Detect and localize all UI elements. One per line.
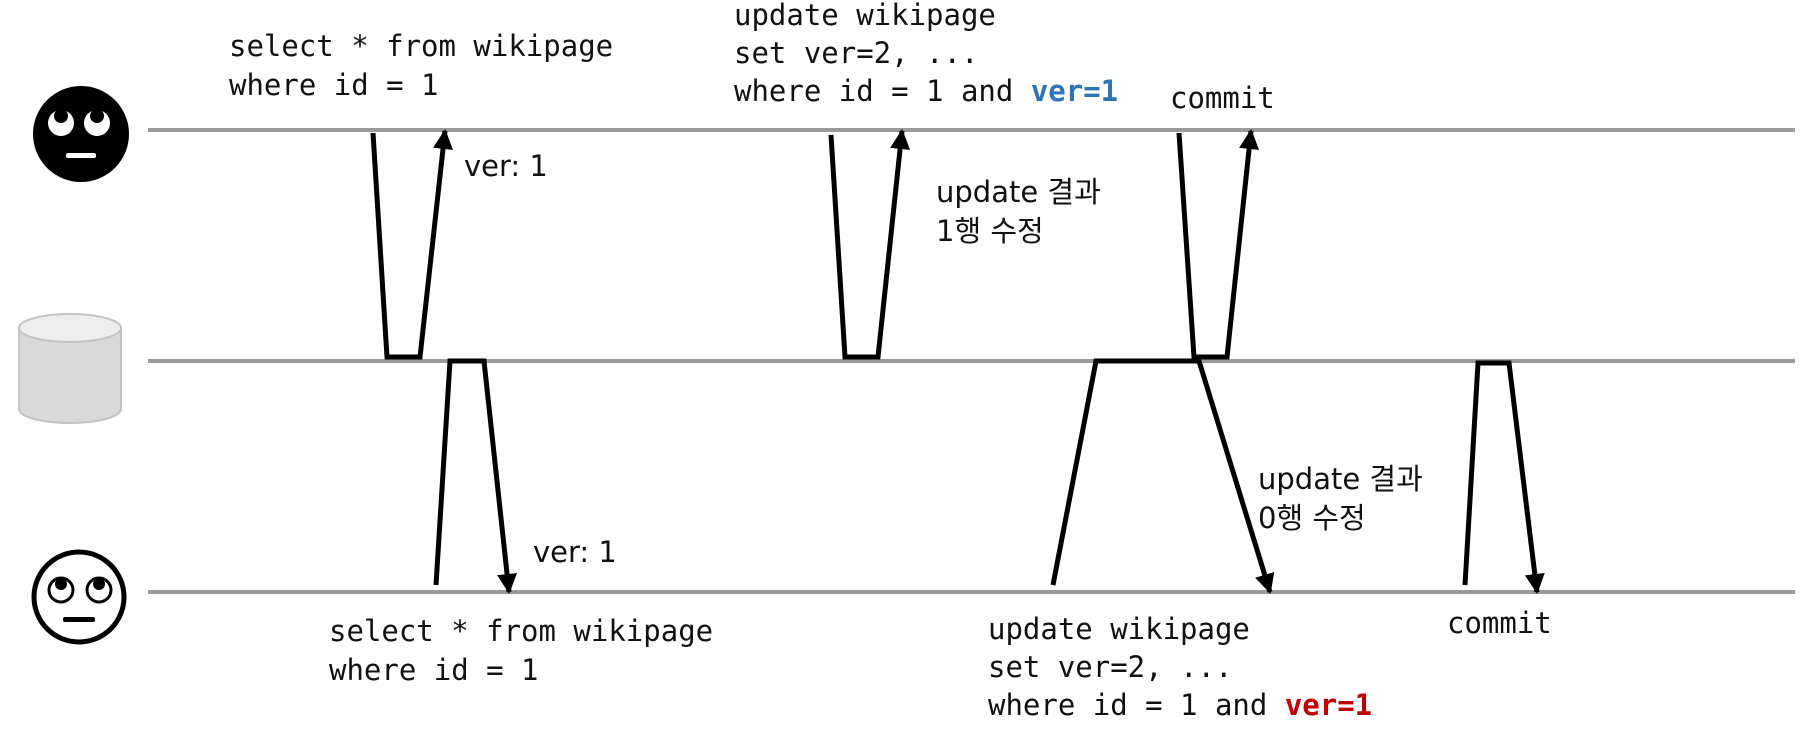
bottom-select-result: ver: 1	[533, 535, 617, 569]
top-update-condition-text: where id = 1 and	[734, 74, 1031, 108]
bottom-select-request-arrow	[433, 358, 518, 594]
bottom-update-condition-text: where id = 1 and	[988, 688, 1285, 722]
top-update-query-line3: where id = 1 and ver=1	[734, 74, 1118, 108]
bottom-update-version-highlight: ver=1	[1285, 688, 1372, 722]
bottom-update-query-line1: update wikipage	[988, 612, 1250, 646]
bottom-commit-label: commit	[1447, 606, 1552, 640]
database-cylinder-icon	[18, 313, 122, 424]
bottom-select-query-line1: select * from wikipage	[329, 614, 713, 648]
bottom-update-request-arrow	[1050, 358, 1275, 594]
bottom-select-query-line2: where id = 1	[329, 653, 539, 687]
eye-roll-face-icon-outline	[31, 549, 127, 645]
top-update-query-line1: update wikipage	[734, 0, 996, 32]
bottom-update-query-line3: where id = 1 and ver=1	[988, 688, 1372, 722]
eye-roll-face-icon-filled	[33, 86, 129, 182]
top-commit-arrow	[1176, 129, 1260, 360]
top-update-query-line2: set ver=2, ...	[734, 36, 978, 70]
bottom-update-result-line2: 0행 수정	[1258, 501, 1366, 535]
top-commit-label: commit	[1170, 81, 1275, 115]
top-select-query-line1: select * from wikipage	[229, 29, 613, 63]
top-select-request-arrow	[370, 129, 453, 360]
top-select-result: ver: 1	[464, 149, 548, 183]
top-update-request-arrow	[828, 129, 911, 360]
top-select-query-line2: where id = 1	[229, 68, 439, 102]
top-update-version-highlight: ver=1	[1031, 74, 1118, 108]
bottom-update-query-line2: set ver=2, ...	[988, 650, 1232, 684]
bottom-update-result-line1: update 결과	[1258, 462, 1423, 496]
top-update-result-line1: update 결과	[936, 175, 1101, 209]
top-update-result-line2: 1행 수정	[936, 214, 1044, 248]
bottom-commit-arrow	[1462, 360, 1545, 594]
